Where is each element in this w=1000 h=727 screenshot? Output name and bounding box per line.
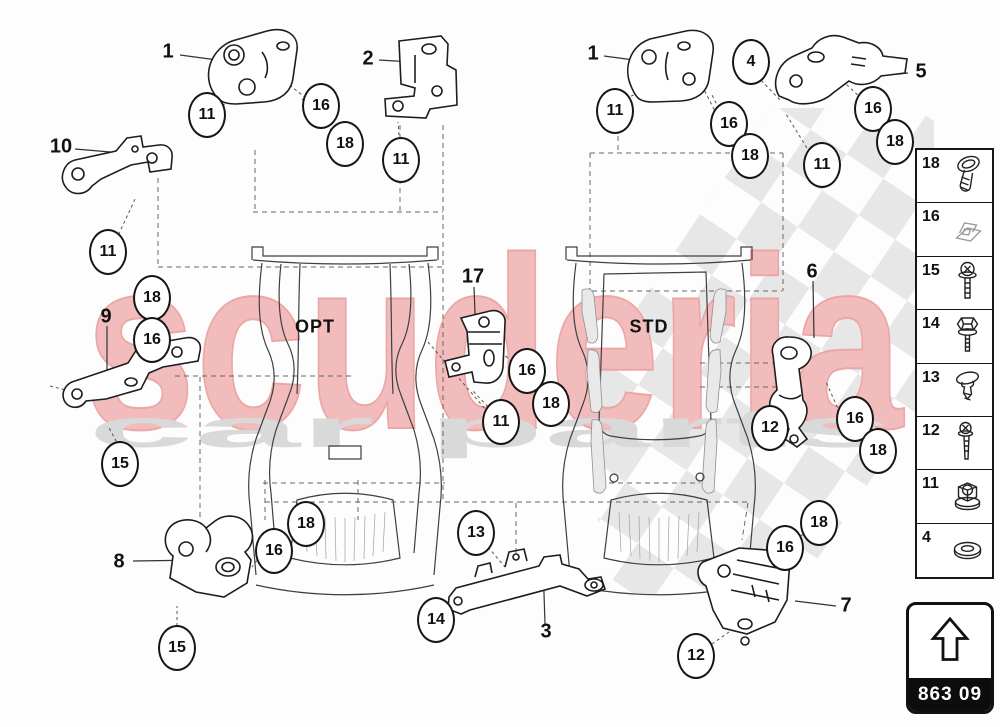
part-1-right-drawing [626,29,714,103]
callout-13: 13 [457,510,495,556]
legend-number: 15 [922,261,940,279]
flange-nut-icon [954,482,981,511]
legend-row-15: 15 [917,257,992,311]
callout-11: 11 [188,92,226,138]
callout-16: 16 [255,528,293,574]
push-rivet-icon [955,371,980,401]
part-group-code: 863 09 [909,678,991,711]
legend-row-13: 13 [917,364,992,417]
callout-18: 18 [731,133,769,179]
legend-row-16: 16 [917,203,992,257]
part-label-17: 17 [461,265,485,288]
callout-18: 18 [876,119,914,165]
legend-row-12: 12 [917,417,992,471]
console-opt-drawing [248,246,442,596]
console-label-opt: OPT [294,316,336,337]
legend-row-18: 18 [917,150,992,204]
legend-number: 14 [922,315,940,333]
callout-15: 15 [158,625,196,671]
callout-18: 18 [133,275,171,321]
callout-16: 16 [133,317,171,363]
callout-18: 18 [326,121,364,167]
part-8-drawing [164,515,254,598]
callout-16: 16 [766,525,804,571]
part-3-drawing [447,548,606,615]
part-10-drawing [61,135,173,195]
callout-18: 18 [800,500,838,546]
part-label-1: 1 [587,42,599,65]
console-label-std: STD [629,316,669,337]
part-group-box: 863 09 [906,602,994,714]
part-label-6: 6 [806,260,818,283]
callout-11: 11 [482,399,520,445]
part-label-8: 8 [113,550,125,573]
legend-number: 11 [922,475,939,493]
up-arrow-icon [909,605,991,678]
callout-14: 14 [417,597,455,643]
callout-15: 15 [101,441,139,487]
callout-12: 12 [677,633,715,679]
part-label-2: 2 [362,47,374,70]
legend-number: 13 [922,368,940,386]
part-17-drawing [444,309,506,384]
callout-11: 11 [596,88,634,134]
callout-11: 11 [382,137,420,183]
legend-row-14: 14 [917,310,992,364]
part-label-5: 5 [915,60,927,83]
part-2-drawing [384,35,458,119]
part-label-1: 1 [162,40,174,63]
pan-head-long-bolt-icon [957,421,974,460]
part-label-9: 9 [100,305,112,328]
clip-nut-icon [955,221,982,242]
callout-11: 11 [89,229,127,275]
callout-12: 12 [751,405,789,451]
legend-number: 16 [922,208,940,226]
callout-4: 4 [732,39,770,85]
washer-icon [953,542,982,560]
legend-row-11: 11 [917,470,992,524]
fastener-legend: 18 16 15 14 [915,148,994,579]
callout-16: 16 [302,83,340,129]
dashed-construction-lines [157,125,784,558]
part-1-left-drawing [207,28,298,105]
legend-number: 18 [922,155,940,172]
callout-18: 18 [287,501,325,547]
part-label-7: 7 [840,594,852,617]
callout-18: 18 [859,428,897,474]
legend-number: 12 [922,421,940,439]
callout-11: 11 [803,142,841,188]
legend-number: 4 [922,528,931,546]
part-5-drawing [774,34,908,105]
callout-16: 16 [854,86,892,132]
oval-head-screw-icon [957,155,980,192]
pan-head-bolt-icon [958,261,977,299]
part-7-drawing [697,547,791,646]
part-label-3: 3 [540,620,552,643]
hex-flange-bolt-icon [956,317,979,353]
legend-row-4: 4 [917,524,992,577]
callout-18: 18 [532,381,570,427]
part-label-10: 10 [49,135,73,158]
